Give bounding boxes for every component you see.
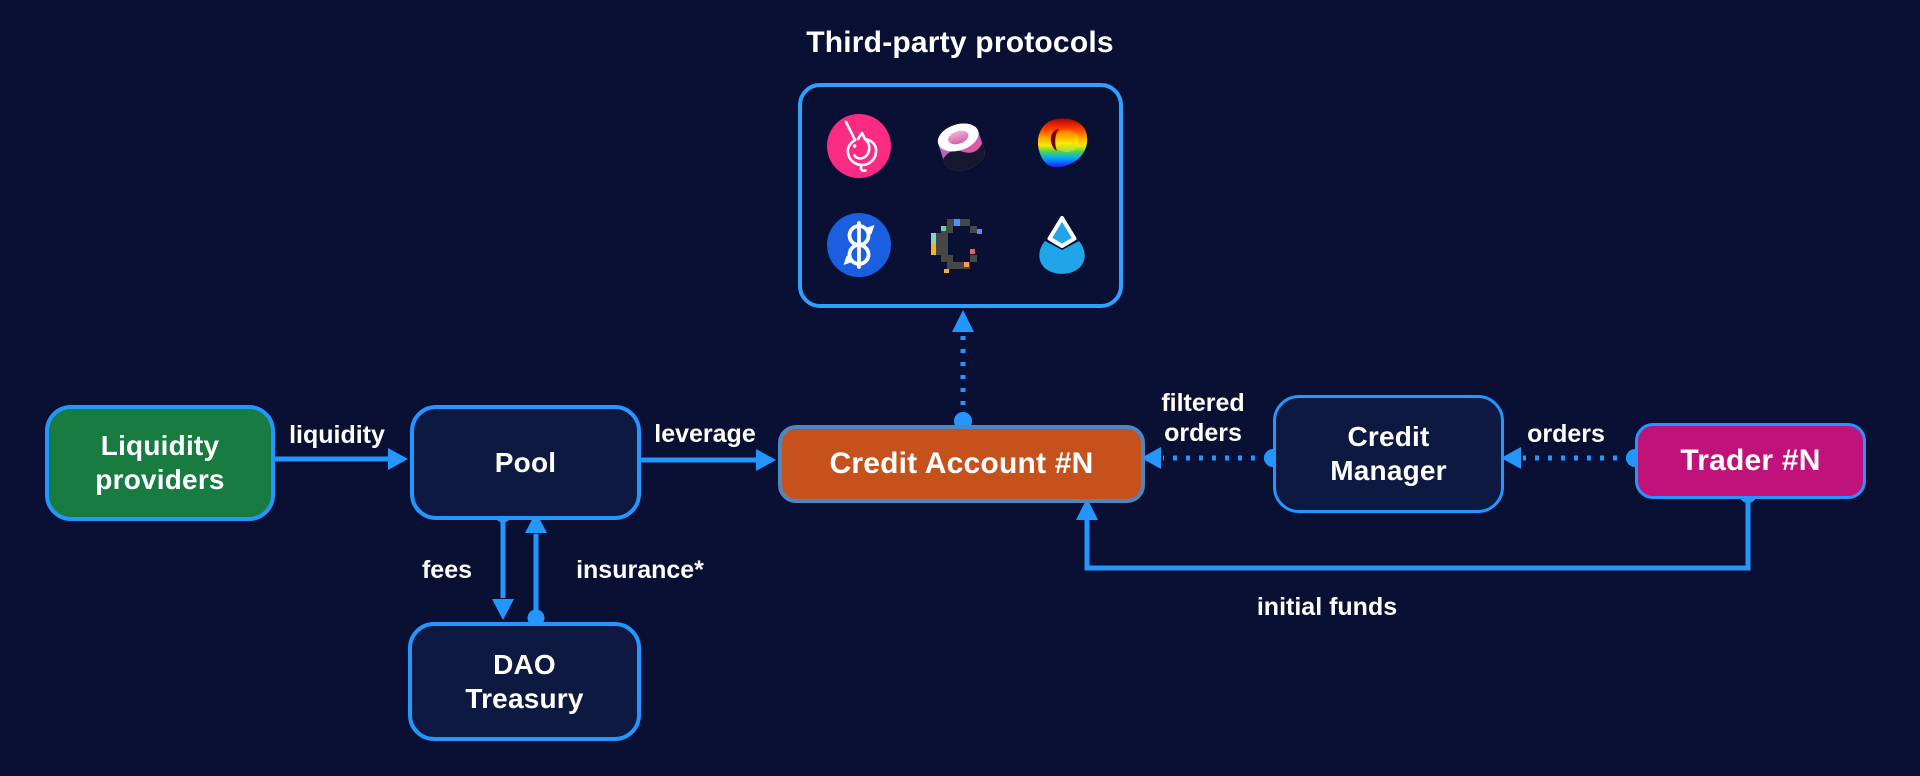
initial-funds-arrowhead — [1076, 498, 1098, 520]
lido-icon — [1029, 212, 1095, 278]
dao-treasury-label: DAO Treasury — [465, 648, 584, 714]
leverage-edge-label: leverage — [654, 420, 756, 448]
third-party-protocols-box — [798, 83, 1123, 308]
insurance-arrowhead — [525, 512, 547, 533]
dao-treasury-node: DAO Treasury — [408, 622, 641, 741]
pool-node: Pool — [410, 405, 641, 520]
orders-arrowhead — [1501, 447, 1521, 469]
fees-arrowhead — [492, 599, 514, 620]
yearn-icon — [826, 212, 892, 278]
third-party-protocols-title: Third-party protocols — [806, 26, 1114, 59]
fees-edge-label: fees — [421, 556, 473, 584]
convex-icon — [928, 212, 994, 278]
liquidity-providers-label: Liquidity providers — [95, 430, 225, 495]
credit-account-label: Credit Account #N — [829, 447, 1094, 480]
sushiswap-icon — [928, 113, 994, 179]
leverage-arrowhead — [756, 449, 776, 471]
insurance-edge-label: insurance* — [576, 556, 704, 584]
credit-manager-label: Credit Manager — [1330, 421, 1447, 486]
filtered-orders-arrowhead — [1141, 447, 1161, 469]
pool-label: Pool — [494, 446, 557, 478]
credit-account-node: Credit Account #N — [778, 425, 1145, 503]
initial-funds-edge-label: initial funds — [1256, 593, 1398, 621]
uniswap-icon — [826, 113, 892, 179]
liquidity-edge-label: liquidity — [289, 421, 385, 449]
trader-node: Trader #N — [1635, 423, 1866, 499]
filtered-orders-edge-label: filtered orders — [1161, 389, 1245, 447]
credit-manager-node: Credit Manager — [1273, 395, 1504, 513]
liquidity-arrowhead — [388, 448, 408, 470]
orders-edge-label: orders — [1527, 420, 1605, 448]
curve-icon — [1029, 113, 1095, 179]
initial-funds-arrow-line — [1084, 494, 1751, 571]
liquidity-providers-node: Liquidity providers — [45, 405, 275, 521]
trader-label: Trader #N — [1680, 444, 1821, 477]
account-to-protocols-arrowhead — [952, 310, 974, 332]
